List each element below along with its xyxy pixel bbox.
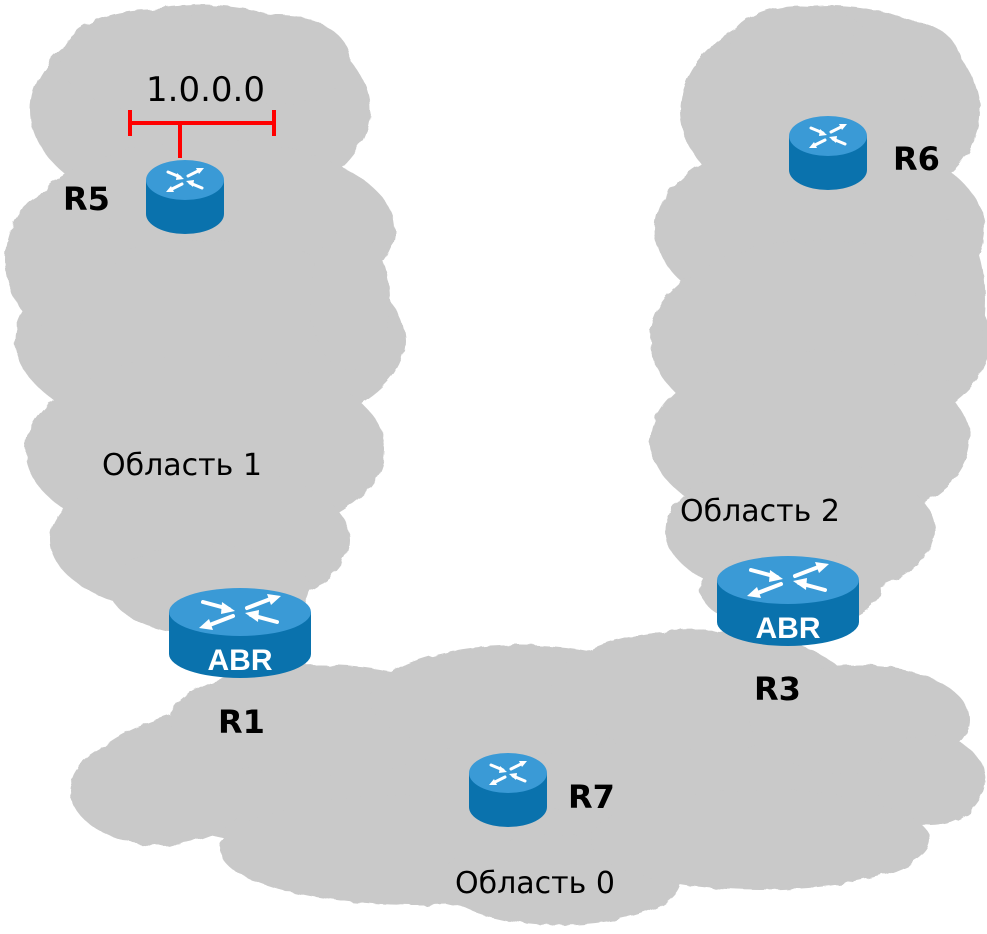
abr-router-icon: ABR: [717, 556, 859, 646]
area-label-2: Область 2: [680, 494, 840, 529]
area0-cloud: [70, 630, 985, 925]
network-label: 1.0.0.0: [146, 70, 265, 110]
router-icon: [789, 116, 867, 190]
abr-badge: ABR: [208, 644, 273, 677]
area-label-0: Область 0: [455, 866, 615, 901]
abr-router-icon: ABR: [169, 588, 311, 678]
area1-cloud: [5, 5, 405, 635]
abr-badge: ABR: [756, 612, 821, 645]
router-icon: [146, 160, 224, 234]
network-segment: [128, 110, 276, 158]
router-label-r1: R1: [218, 703, 265, 741]
router-label-r3: R3: [754, 670, 801, 708]
router-icon: [469, 753, 547, 827]
router-label-r7: R7: [568, 778, 615, 816]
router-label-r5: R5: [63, 180, 110, 218]
area2-cloud: [650, 5, 987, 630]
area-label-1: Область 1: [102, 448, 262, 483]
router-label-r6: R6: [893, 140, 940, 178]
